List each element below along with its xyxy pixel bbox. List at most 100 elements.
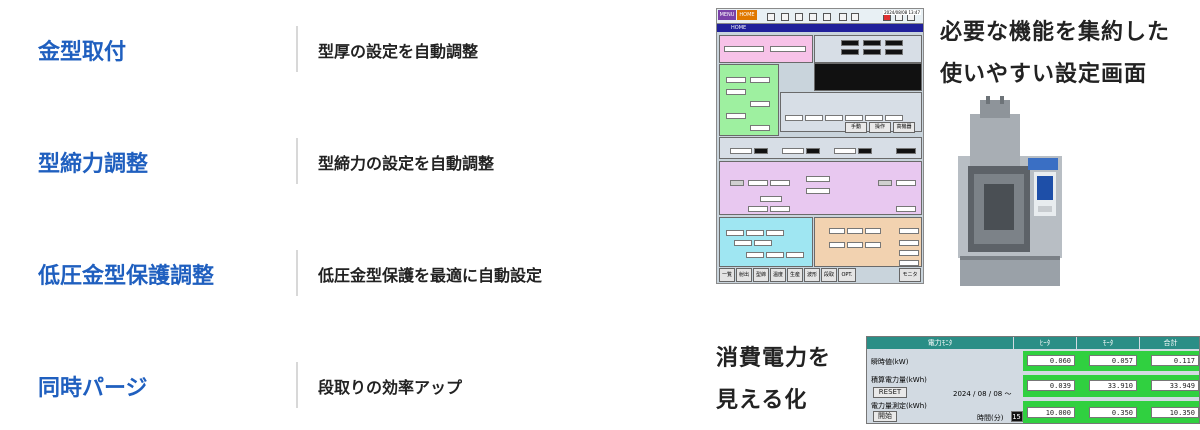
screen-datetime: 2024/08/08 13:47 (883, 10, 921, 15)
injection-panel (719, 64, 779, 136)
feature-title: 同時パージ (38, 376, 148, 401)
speed-panel (780, 92, 922, 132)
value-cell[interactable] (865, 242, 881, 248)
feature-row-mold-protect: 低圧金型保護調整 低圧金型保護を最適に自動設定 (0, 244, 700, 304)
off-toggle[interactable] (730, 180, 744, 186)
tool-icon[interactable] (851, 13, 859, 21)
value-cell[interactable] (724, 46, 764, 52)
start-button[interactable]: 開始 (873, 411, 897, 422)
value-cell[interactable] (726, 89, 746, 95)
value-cell[interactable] (734, 240, 752, 246)
divider (296, 26, 298, 72)
power-heading-line2: 見える化 (716, 388, 808, 413)
value-cell[interactable] (899, 260, 919, 266)
header-heater: ﾋｰﾀ (1014, 337, 1076, 349)
feature-row-mold-mount: 金型取付 型厚の設定を自動調整 (0, 20, 700, 80)
value-cell (858, 148, 872, 154)
value-cell[interactable] (726, 77, 746, 83)
value-cell[interactable] (746, 252, 764, 258)
divider (296, 362, 298, 408)
value-cell[interactable] (806, 188, 830, 194)
divider (296, 138, 298, 184)
injection-button[interactable]: 射出 (736, 268, 752, 282)
feature-row-clamp-force: 型締力調整 型締力の設定を自動調整 (0, 132, 700, 192)
value-cell[interactable] (730, 148, 752, 154)
value-cell[interactable] (766, 252, 784, 258)
injection-molding-machine-image (958, 96, 1062, 286)
setup-button[interactable]: 段取 (821, 268, 837, 282)
tool-icon[interactable] (795, 13, 803, 21)
value-cell[interactable] (899, 250, 919, 256)
value-cell[interactable] (806, 176, 830, 182)
clamp-button[interactable]: 型締 (753, 268, 769, 282)
value-cell[interactable] (805, 115, 823, 121)
value-heater-instant: 0.060 (1027, 355, 1075, 366)
value-cell[interactable] (750, 101, 770, 107)
settings-screen: MENU HOME 2024/08/08 13:47 HOME (716, 8, 924, 284)
value-cell[interactable] (726, 230, 744, 236)
screen-topbar: MENU HOME 2024/08/08 13:47 (717, 9, 923, 24)
value-cell[interactable] (885, 115, 903, 121)
header-motor: ﾓｰﾀ (1077, 337, 1139, 349)
value-cell[interactable] (782, 148, 804, 154)
reset-button[interactable]: RESET (873, 387, 907, 398)
value-cell[interactable] (834, 148, 856, 154)
value-cell[interactable] (770, 46, 806, 52)
value-cell[interactable] (748, 180, 768, 186)
product-panel (719, 35, 813, 63)
operate-button[interactable]: 操作 (869, 122, 891, 133)
mold-open-panel (719, 217, 813, 267)
value-cell[interactable] (865, 115, 883, 121)
value-cell (896, 148, 916, 154)
value-cell[interactable] (829, 242, 845, 248)
temperature-button[interactable]: 温度 (770, 268, 786, 282)
value-cell[interactable] (896, 206, 916, 212)
value-cell[interactable] (847, 228, 863, 234)
cumulative-start-date: 2024 / 08 / 08 〜 (953, 390, 1012, 398)
list-button[interactable]: 一覧 (719, 268, 735, 282)
tab-menu[interactable]: MENU (718, 10, 736, 20)
value-cell[interactable] (845, 115, 863, 121)
monitor-button[interactable]: モニタ (899, 268, 921, 282)
value-cell[interactable] (847, 242, 863, 248)
value-cell[interactable] (786, 252, 804, 258)
value-cell[interactable] (785, 115, 803, 121)
value-cell[interactable] (748, 206, 768, 212)
value-cell[interactable] (770, 206, 790, 212)
status-cell (863, 40, 881, 46)
waveform-button[interactable]: 波形 (804, 268, 820, 282)
tool-icon[interactable] (809, 13, 817, 21)
value-cell[interactable] (865, 228, 881, 234)
value-cell[interactable] (825, 115, 843, 121)
value-motor-cumulative: 33.910 (1089, 380, 1137, 391)
options-button[interactable]: OPT. (838, 268, 856, 282)
value-cell[interactable] (726, 113, 746, 119)
value-cell[interactable] (760, 196, 782, 202)
value-motor-instant: 0.057 (1089, 355, 1137, 366)
value-cell[interactable] (896, 180, 916, 186)
feature-desc: 型締力の設定を自動調整 (318, 154, 495, 173)
high-function-button[interactable]: 高機器 (893, 122, 915, 133)
tool-icon[interactable] (823, 13, 831, 21)
tool-icon[interactable] (839, 13, 847, 21)
tool-icon[interactable] (767, 13, 775, 21)
value-heater-cumulative: 0.039 (1027, 380, 1075, 391)
value-cell[interactable] (770, 180, 790, 186)
value-cell[interactable] (754, 240, 772, 246)
value-cell[interactable] (899, 228, 919, 234)
production-button[interactable]: 生産 (787, 268, 803, 282)
value-cell[interactable] (750, 125, 770, 131)
value-cell[interactable] (746, 230, 764, 236)
off-toggle[interactable] (878, 180, 892, 186)
tab-home[interactable]: HOME (737, 10, 757, 20)
manual-button[interactable]: 手動 (845, 122, 867, 133)
value-cell[interactable] (899, 240, 919, 246)
value-cell[interactable] (750, 77, 770, 83)
header-power-monitor: 電力ﾓﾆﾀ (867, 337, 1013, 349)
header-total: 合計 (1140, 337, 1199, 349)
measure-time-value[interactable]: 15 (1011, 411, 1023, 422)
status-cell (841, 40, 859, 46)
tool-icon[interactable] (781, 13, 789, 21)
value-cell[interactable] (829, 228, 845, 234)
value-cell[interactable] (766, 230, 784, 236)
